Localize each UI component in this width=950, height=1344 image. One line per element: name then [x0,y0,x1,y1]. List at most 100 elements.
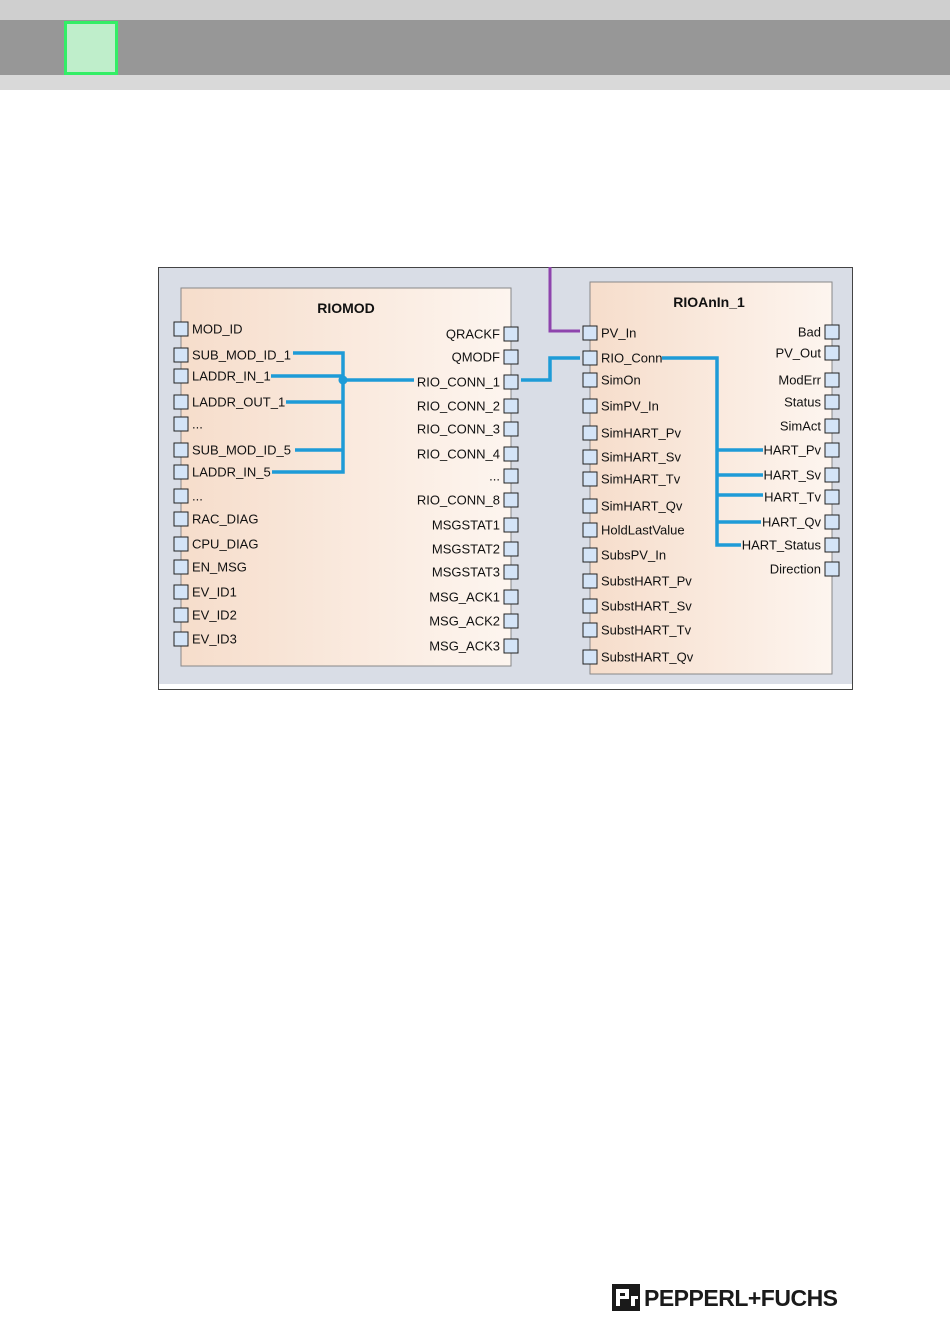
riomod-input-pin-0[interactable] [173,321,189,337]
riomod-output-label-9: MSGSTAT2 [432,542,500,557]
rioanin-block-body [589,281,833,675]
riomod-block[interactable]: RIOMOD [180,287,512,667]
rioanin-output-pin-5[interactable] [824,442,840,458]
riomod-input-label-12: EV_ID2 [192,608,237,623]
rioanin-output-pin-1[interactable] [824,345,840,361]
riomod-output-pin-0[interactable] [503,326,519,342]
riomod-output-label-0: QRACKF [446,327,500,342]
riomod-output-pins: QRACKFQMODFRIO_CONN_1RIO_CONN_2RIO_CONN_… [417,326,519,654]
riomod-output-pin-3[interactable] [503,398,519,414]
pepperl-fuchs-logo-icon [612,1284,640,1311]
header-top-band [0,0,950,20]
riomod-input-label-11: EV_ID1 [192,585,237,600]
riomod-block-title: RIOMOD [317,300,375,316]
rioanin-output-label-3: Status [784,395,821,410]
rioanin-input-pin-2[interactable] [582,372,598,388]
rioanin-input-pin-1[interactable] [582,350,598,366]
rioanin-input-pin-8[interactable] [582,522,598,538]
riomod-output-pin-13[interactable] [503,638,519,654]
rioanin-input-pin-13[interactable] [582,649,598,665]
riomod-output-label-1: QMODF [452,350,500,365]
rioanin-output-pin-0[interactable] [824,324,840,340]
riomod-output-label-7: RIO_CONN_8 [417,493,500,508]
riomod-input-pin-13[interactable] [173,631,189,647]
riomod-input-label-13: EV_ID3 [192,632,237,647]
riomod-output-pin-6[interactable] [503,468,519,484]
header-main-band [0,20,950,75]
riomod-output-label-11: MSG_ACK1 [429,590,500,605]
rioanin-input-label-8: HoldLastValue [601,523,685,538]
rioanin-output-pins: BadPV_OutModErrStatusSimActHART_PvHART_S… [742,324,840,577]
rioanin-input-label-4: SimHART_Pv [601,426,681,441]
rioanin-input-label-11: SubstHART_Sv [601,599,692,614]
rioanin-input-pin-3[interactable] [582,398,598,414]
riomod-input-pin-5[interactable] [173,442,189,458]
rioanin-input-pin-11[interactable] [582,598,598,614]
rio-conn-wire[interactable] [521,356,580,382]
riomod-input-label-9: CPU_DIAG [192,537,258,552]
pv-in-wire[interactable] [548,267,580,333]
riomod-input-pin-2[interactable] [173,368,189,384]
rioanin-input-pin-4[interactable] [582,425,598,441]
rioanin-output-label-5: HART_Pv [763,443,821,458]
rioanin-input-pin-10[interactable] [582,573,598,589]
riomod-input-pin-11[interactable] [173,584,189,600]
riomod-output-label-10: MSGSTAT3 [432,565,500,580]
riomod-input-pin-10[interactable] [173,559,189,575]
riomod-output-label-8: MSGSTAT1 [432,518,500,533]
rioanin-output-pin-6[interactable] [824,467,840,483]
riomod-output-pin-8[interactable] [503,517,519,533]
rioanin-input-pin-9[interactable] [582,547,598,563]
rioanin-output-pin-8[interactable] [824,514,840,530]
rioanin-input-pins: PV_InRIO_ConnSimOnSimPV_InSimHART_PvSimH… [582,325,694,665]
rioanin-output-label-1: PV_Out [775,346,821,361]
riomod-input-pin-8[interactable] [173,511,189,527]
riomod-output-pin-4[interactable] [503,421,519,437]
riomod-output-label-12: MSG_ACK2 [429,614,500,629]
rioanin-input-pin-12[interactable] [582,622,598,638]
rioanin-output-pin-4[interactable] [824,418,840,434]
riomod-input-pin-9[interactable] [173,536,189,552]
rioanin-input-label-5: SimHART_Sv [601,450,681,465]
riomod-input-pin-3[interactable] [173,394,189,410]
chapter-marker-square [64,21,118,75]
riomod-output-label-4: RIO_CONN_3 [417,422,500,437]
rioanin-input-pin-5[interactable] [582,449,598,465]
riomod-output-pin-12[interactable] [503,613,519,629]
rioanin-output-pin-7[interactable] [824,489,840,505]
riomod-input-pin-7[interactable] [173,488,189,504]
riomod-input-pin-1[interactable] [173,347,189,363]
riomod-input-pin-4[interactable] [173,416,189,432]
rioanin-input-pin-0[interactable] [582,325,598,341]
riomod-output-label-3: RIO_CONN_2 [417,399,500,414]
riomod-input-label-2: LADDR_IN_1 [192,369,271,384]
rioanin-internal-bus-wire [662,356,763,547]
rioanin-output-pin-10[interactable] [824,561,840,577]
rioanin-output-pin-9[interactable] [824,537,840,553]
rioanin-output-label-10: Direction [770,562,821,577]
riomod-output-pin-1[interactable] [503,349,519,365]
rioanin-input-pin-6[interactable] [582,471,598,487]
bus-junction-dot [338,375,348,385]
riomod-input-label-10: EN_MSG [192,560,247,575]
rioanin-block-title: RIOAnIn_1 [673,294,745,310]
riomod-output-pin-7[interactable] [503,492,519,508]
riomod-output-pin-2[interactable] [503,374,519,390]
page-header [0,0,950,90]
rioanin-input-label-10: SubstHART_Pv [601,574,692,589]
rioanin-input-label-9: SubsPV_In [601,548,666,563]
rioanin-input-pin-7[interactable] [582,498,598,514]
riomod-input-pin-6[interactable] [173,464,189,480]
riomod-internal-bus-wire [271,351,414,474]
riomod-output-pin-11[interactable] [503,589,519,605]
riomod-output-pin-5[interactable] [503,446,519,462]
riomod-block-body [180,287,512,667]
rioanin-input-label-3: SimPV_In [601,399,659,414]
rioanin-output-pin-3[interactable] [824,394,840,410]
riomod-input-pin-12[interactable] [173,607,189,623]
riomod-output-pin-9[interactable] [503,541,519,557]
rioanin-block[interactable]: RIOAnIn_1 [589,281,833,675]
riomod-output-pin-10[interactable] [503,564,519,580]
riomod-input-label-0: MOD_ID [192,322,243,337]
rioanin-output-pin-2[interactable] [824,372,840,388]
